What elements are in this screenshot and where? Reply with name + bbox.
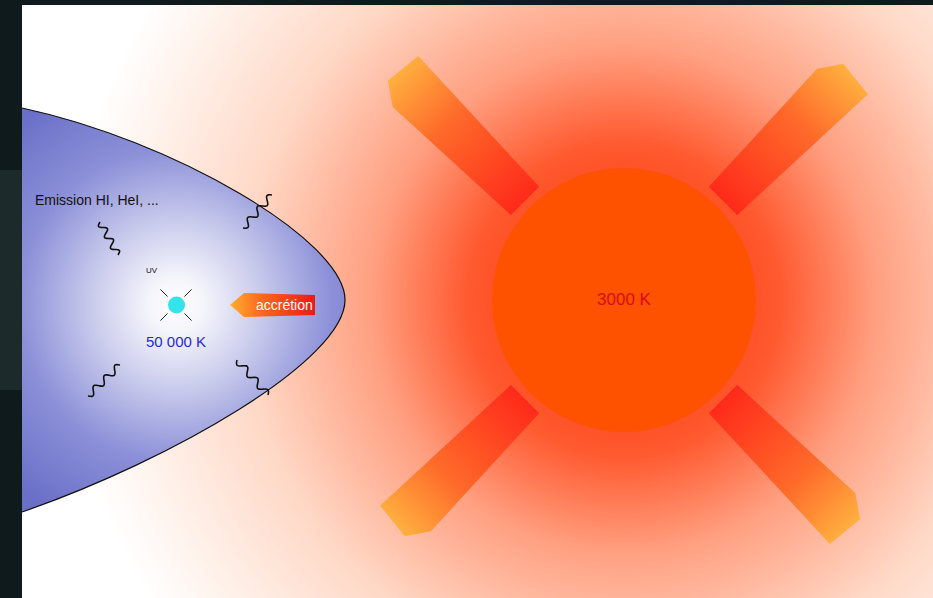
uv-ray <box>184 289 191 296</box>
red-giant: 3000 K <box>492 168 756 432</box>
uv-label: UV <box>146 266 157 275</box>
left-border <box>0 0 22 598</box>
node-text: Emission HI, HeI, ... <box>35 192 159 208</box>
top-border <box>0 0 933 5</box>
node-text: accrétion <box>230 290 317 320</box>
uv-ray <box>160 313 167 320</box>
white-dwarf: 50 000 K <box>143 295 210 350</box>
white-dwarf-outline <box>143 295 210 315</box>
uv-ray <box>160 289 167 296</box>
emission-wave <box>237 360 269 395</box>
accretion-arrow: accrétion <box>230 290 317 320</box>
wind-arrow <box>377 380 544 547</box>
nebula-border <box>22 108 345 512</box>
uv-ray <box>184 313 191 320</box>
wind-arrows <box>377 53 871 547</box>
wind-arrow <box>377 53 544 220</box>
emission-wave <box>243 195 272 228</box>
nebula-region: Emission HI, HeI, ... 50 000 K accrétion <box>22 100 347 520</box>
nebula-fill <box>22 108 345 512</box>
giant-disc <box>492 168 756 432</box>
white-dwarf-dot <box>168 297 185 314</box>
emission-wave <box>98 222 119 255</box>
wind-arrow <box>704 53 871 220</box>
node-text: 50 000 K <box>143 333 210 350</box>
wind-arrow <box>704 380 871 547</box>
emission-wave <box>88 365 120 397</box>
node-text: 3000 K <box>597 290 651 310</box>
left-border-block <box>0 170 22 390</box>
